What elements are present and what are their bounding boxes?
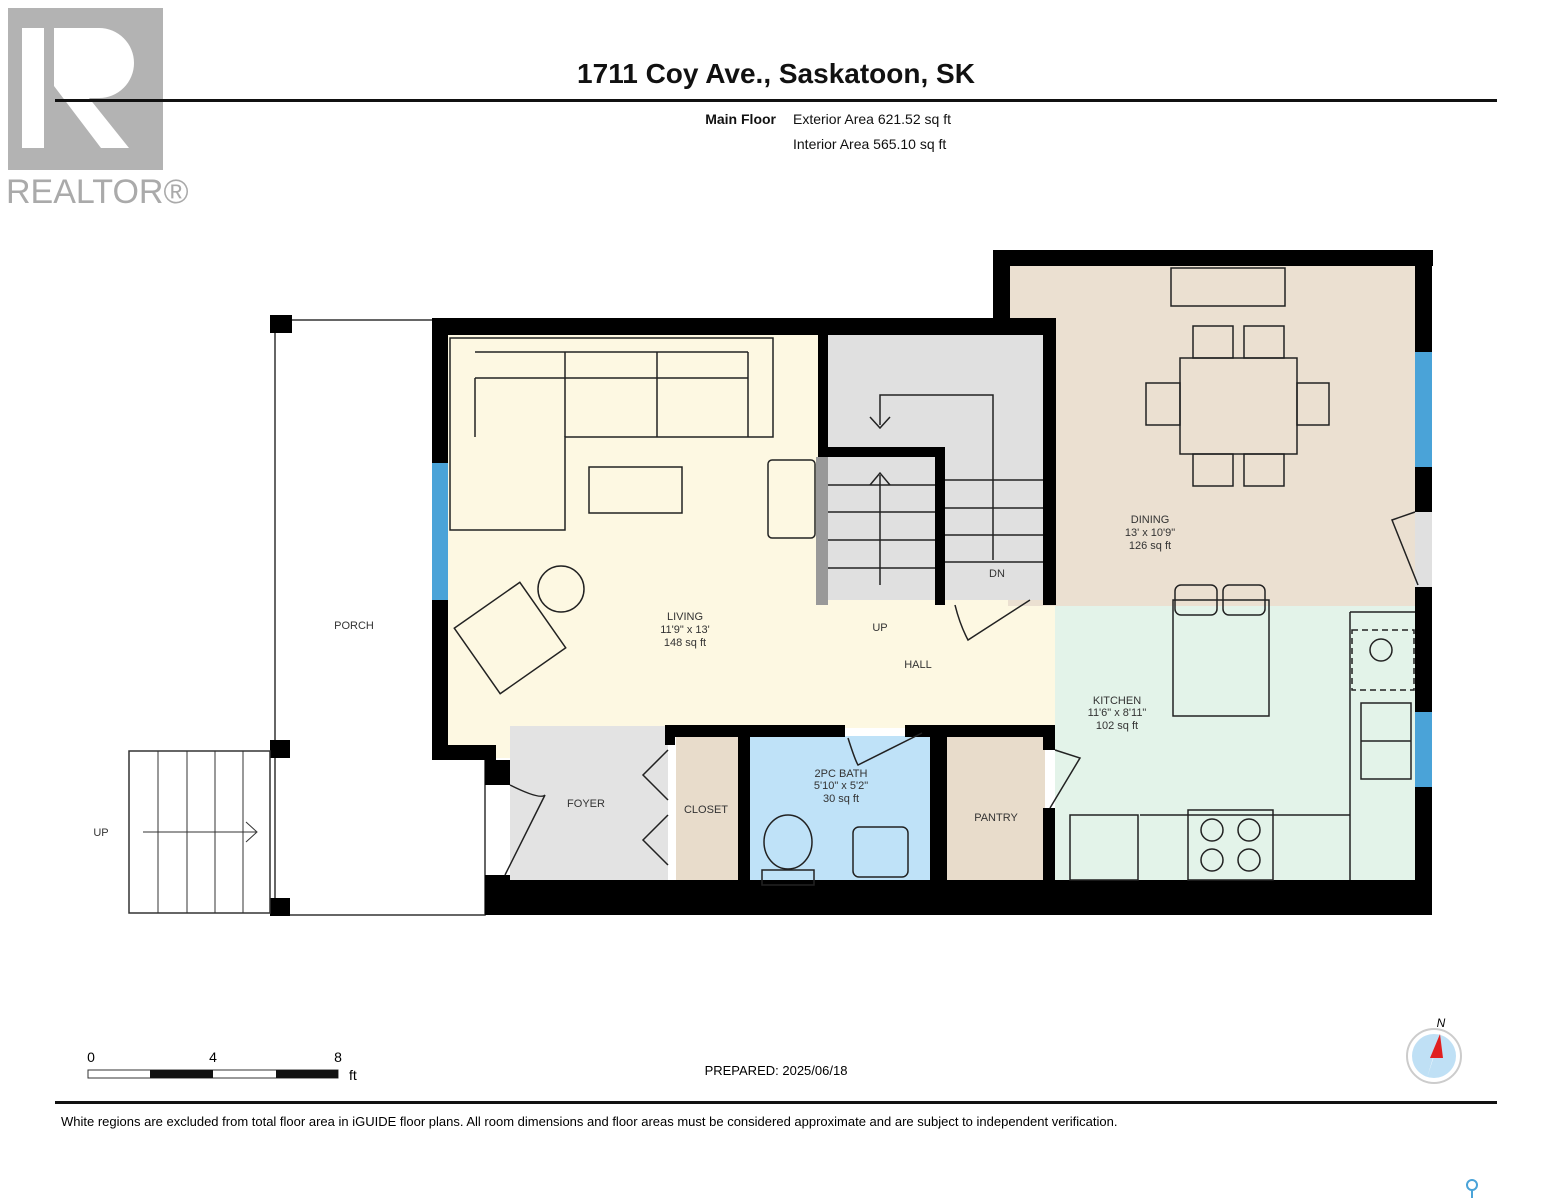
dining-room <box>1008 264 1416 606</box>
bath-room <box>750 736 932 896</box>
disclaimer: White regions are excluded from total fl… <box>61 1114 1117 1129</box>
map-pin-icon <box>1466 1179 1478 1198</box>
room-kitchen-labels: KITCHEN 11'6" x 8'11" 102 sq ft <box>1088 695 1147 732</box>
logo-text: REALTOR® <box>6 173 189 211</box>
svg-text:4: 4 <box>209 1049 217 1065</box>
realtor-logo: REALTOR® <box>6 8 189 211</box>
svg-text:148 sq ft: 148 sq ft <box>664 637 706 649</box>
exterior-area: Exterior Area 621.52 sq ft <box>793 111 951 127</box>
svg-text:13' x 10'9": 13' x 10'9" <box>1125 527 1175 539</box>
header-divider <box>55 99 1497 102</box>
svg-text:DINING: DINING <box>1131 514 1170 526</box>
closet-room <box>676 736 738 882</box>
page-title: 1711 Coy Ave., Saskatoon, SK <box>577 58 975 89</box>
svg-text:102 sq ft: 102 sq ft <box>1096 720 1138 732</box>
svg-text:126 sq ft: 126 sq ft <box>1129 540 1171 552</box>
room-dining-labels: DINING 13' x 10'9" 126 sq ft <box>1125 514 1175 552</box>
stairs-down-label: DN <box>989 568 1005 580</box>
svg-text:11'6" x 8'11": 11'6" x 8'11" <box>1088 707 1147 719</box>
furniture <box>449 267 1415 886</box>
svg-text:8: 8 <box>334 1049 342 1065</box>
scale-bar: 0 4 8 ft <box>87 1049 357 1083</box>
svg-text:KITCHEN: KITCHEN <box>1093 695 1141 707</box>
kitchen-room <box>1055 606 1416 882</box>
foyer-room <box>510 726 668 882</box>
svg-text:0: 0 <box>87 1049 95 1065</box>
svg-text:N: N <box>1437 1016 1446 1030</box>
doors <box>504 511 1419 876</box>
pantry-room <box>947 736 1045 898</box>
room-pantry-label: PANTRY <box>974 812 1018 824</box>
stairs-up-label: UP <box>872 622 887 634</box>
window-dining <box>1415 352 1432 467</box>
porch-stairs: UP <box>93 750 271 914</box>
svg-text:LIVING: LIVING <box>667 611 703 623</box>
interior-area: Interior Area 565.10 sq ft <box>793 136 946 152</box>
window-living <box>432 463 448 600</box>
compass-icon: N <box>1406 1016 1462 1084</box>
svg-text:2PC BATH: 2PC BATH <box>815 768 868 780</box>
footer-divider <box>55 1101 1497 1104</box>
svg-text:5'10" x 5'2": 5'10" x 5'2" <box>814 780 868 792</box>
svg-text:11'9" x 13': 11'9" x 13' <box>660 624 710 636</box>
window-kitchen <box>1415 712 1432 787</box>
interior-stairs <box>816 394 1043 605</box>
room-bath-labels: 2PC BATH 5'10" x 5'2" 30 sq ft <box>814 768 868 805</box>
porch-label: PORCH <box>334 620 374 632</box>
door-dining-exterior <box>1415 512 1432 587</box>
svg-text:ft: ft <box>349 1067 357 1083</box>
room-hall-label: HALL <box>904 659 932 671</box>
room-foyer-label: FOYER <box>567 798 605 810</box>
floor-name: Main Floor <box>705 111 776 127</box>
room-closet-label: CLOSET <box>684 804 728 816</box>
svg-text:30 sq ft: 30 sq ft <box>823 793 859 805</box>
prepared-date: PREPARED: 2025/06/18 <box>705 1063 848 1078</box>
porch-stairs-label: UP <box>93 827 108 839</box>
room-living-labels: LIVING 11'9" x 13' 148 sq ft <box>660 611 710 649</box>
